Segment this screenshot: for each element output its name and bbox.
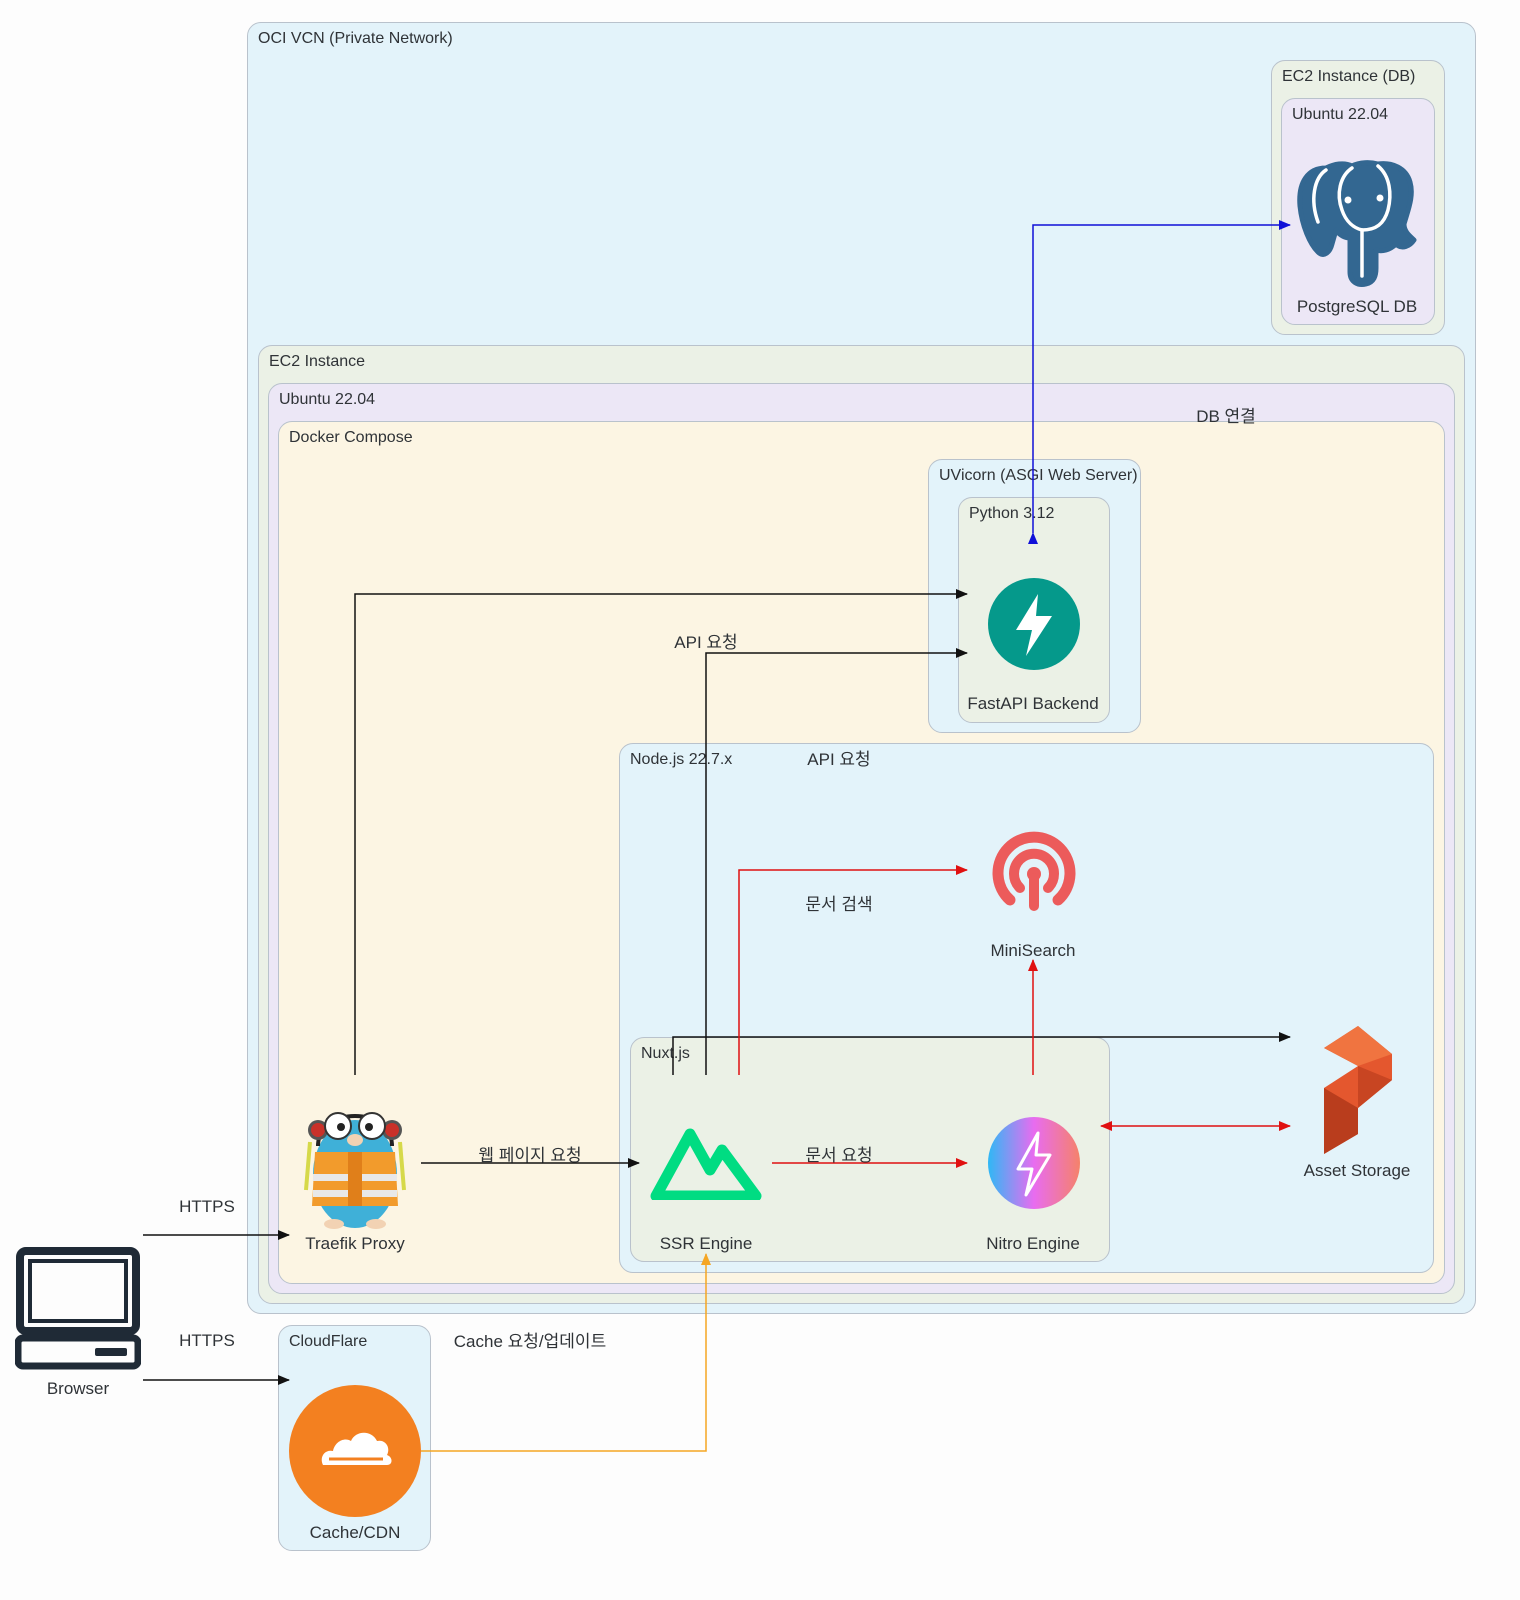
node-label: SSR Engine [659, 1234, 753, 1253]
cluster-title: Ubuntu 22.04 [279, 391, 376, 408]
node-label: Nitro Engine [986, 1234, 1080, 1253]
edge-label-cache: Cache 요청/업데이트 [453, 1332, 607, 1351]
cluster-title: Ubuntu 22.04 [1292, 106, 1389, 123]
edge-fastapi-postgres [1028, 220, 1291, 544]
edge-nuxt-asset [672, 1032, 1291, 1075]
cluster-title: EC2 Instance [269, 353, 366, 370]
cluster-title: CloudFlare [289, 1333, 368, 1350]
edge-traefik-fastapi [354, 589, 968, 1075]
node-label: FastAPI Backend [967, 694, 1099, 713]
postgresql-elephant-icon [1297, 160, 1417, 287]
cluster-title: EC2 Instance (DB) [1282, 68, 1416, 85]
edge-cdn-ssr [421, 1253, 711, 1452]
edge-label-doc-request: 문서 요청 [805, 1146, 873, 1165]
edge-label-https: HTTPS [179, 1331, 235, 1350]
cluster-title: Nuxt.js [641, 1045, 690, 1062]
node-label: Browser [46, 1379, 110, 1398]
edge-ssr-fastapi [705, 648, 968, 1075]
node-label: Cache/CDN [309, 1523, 401, 1542]
node-label: PostgreSQL DB [1296, 297, 1418, 316]
edge-ssr-minisearch [738, 865, 968, 1075]
fastapi-bolt-icon [988, 578, 1080, 670]
edge-label-api-request: API 요청 [807, 750, 871, 769]
edge-label-doc-search: 문서 검색 [805, 895, 873, 914]
edge-label-https: HTTPS [179, 1197, 235, 1216]
node-label: Traefik Proxy [305, 1234, 405, 1253]
cloudflare-cloud-icon [289, 1385, 421, 1517]
nuxt-logo-icon [650, 1128, 762, 1200]
cluster-title: OCI VCN (Private Network) [258, 30, 453, 47]
traefik-gopher-icon [304, 1112, 406, 1229]
asset-storage-icon [1324, 1026, 1392, 1154]
edge-label-api-request: API 요청 [674, 633, 738, 652]
cluster-title: Docker Compose [289, 429, 413, 446]
edge-label-db-connection: DB 연결 [1196, 407, 1256, 426]
edge-label-web-request: 웹 페이지 요청 [478, 1146, 582, 1165]
nitro-bolt-icon [988, 1117, 1080, 1209]
node-label: Asset Storage [1303, 1161, 1411, 1180]
node-label: MiniSearch [990, 941, 1076, 960]
minisearch-icon [992, 831, 1076, 911]
computer-icon [15, 1247, 141, 1370]
